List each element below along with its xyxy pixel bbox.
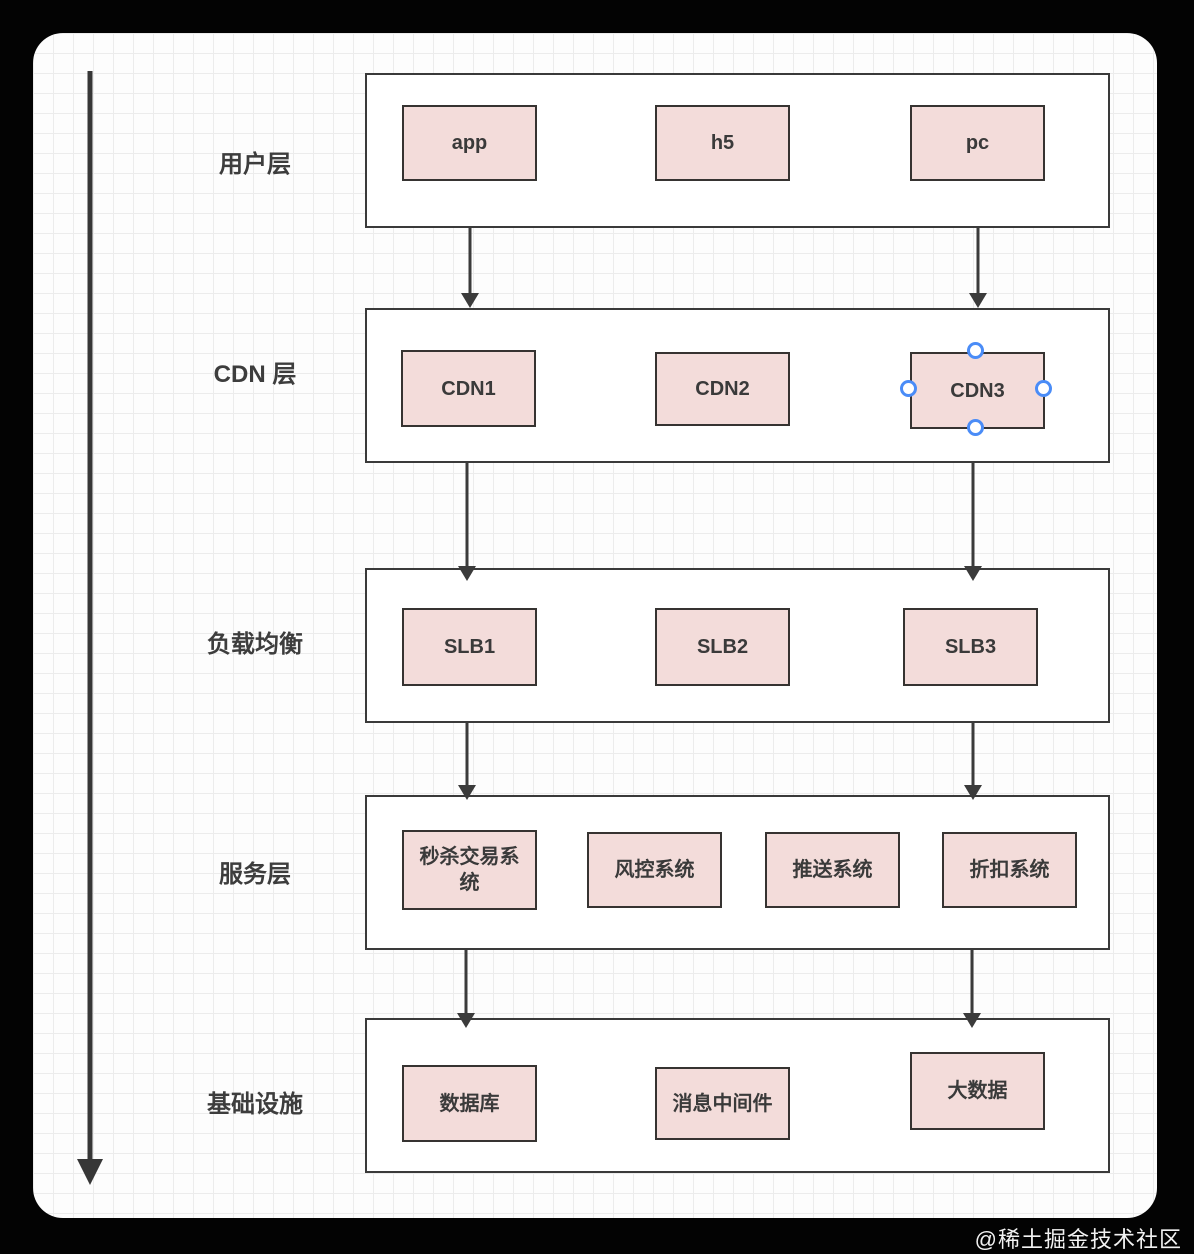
node-push-system[interactable]: 推送系统	[765, 832, 900, 908]
layer-label-cdn: CDN 层	[213, 361, 297, 388]
node-cdn3[interactable]: CDN3	[910, 352, 1045, 429]
node-seckill-system[interactable]: 秒杀交易系统	[402, 830, 537, 910]
node-app[interactable]: app	[402, 105, 537, 181]
node-risk-system[interactable]: 风控系统	[587, 832, 722, 908]
arrow-service-to-infra-left	[457, 950, 475, 1028]
selection-handle-bottom[interactable]	[967, 419, 984, 436]
arrow-cdn-to-slb-left	[458, 463, 476, 581]
arrow-service-to-infra-right	[963, 950, 981, 1028]
arrow-slb-to-service-right	[964, 723, 982, 800]
node-discount-system[interactable]: 折扣系统	[942, 832, 1077, 908]
flow-direction-arrow	[77, 71, 103, 1185]
flow-arrow-stem	[87, 71, 93, 1161]
arrow-user-to-cdn-left	[461, 228, 479, 308]
watermark: @稀土掘金技术社区	[974, 1227, 1182, 1252]
arrow-cdn-to-slb-right	[964, 463, 982, 581]
node-slb2[interactable]: SLB2	[655, 608, 790, 686]
layer-row-service[interactable]: 秒杀交易系统 风控系统 推送系统 折扣系统	[365, 795, 1110, 950]
layer-row-infra[interactable]: 数据库 消息中间件 大数据	[365, 1018, 1110, 1173]
selection-handle-top[interactable]	[967, 342, 984, 359]
node-pc[interactable]: pc	[910, 105, 1045, 181]
layer-row-slb[interactable]: SLB1 SLB2 SLB3	[365, 568, 1110, 723]
selection-handle-left[interactable]	[900, 380, 917, 397]
arrow-slb-to-service-left	[458, 723, 476, 800]
layer-label-slb: 负载均衡	[207, 631, 303, 658]
node-cdn1[interactable]: CDN1	[401, 350, 536, 427]
node-slb3[interactable]: SLB3	[903, 608, 1038, 686]
flow-arrow-head-icon	[77, 1159, 103, 1185]
selection-handle-right[interactable]	[1035, 380, 1052, 397]
node-database[interactable]: 数据库	[402, 1065, 537, 1142]
layer-label-infra: 基础设施	[207, 1091, 303, 1118]
node-slb1[interactable]: SLB1	[402, 608, 537, 686]
layer-label-user: 用户层	[219, 151, 291, 178]
layer-row-cdn[interactable]: CDN1 CDN2 CDN3	[365, 308, 1110, 463]
node-bigdata[interactable]: 大数据	[910, 1052, 1045, 1130]
layer-row-user[interactable]: app h5 pc	[365, 73, 1110, 228]
node-cdn2[interactable]: CDN2	[655, 352, 790, 426]
arrow-user-to-cdn-right	[969, 228, 987, 308]
layer-label-service: 服务层	[219, 861, 291, 888]
node-h5[interactable]: h5	[655, 105, 790, 181]
node-mq[interactable]: 消息中间件	[655, 1067, 790, 1140]
